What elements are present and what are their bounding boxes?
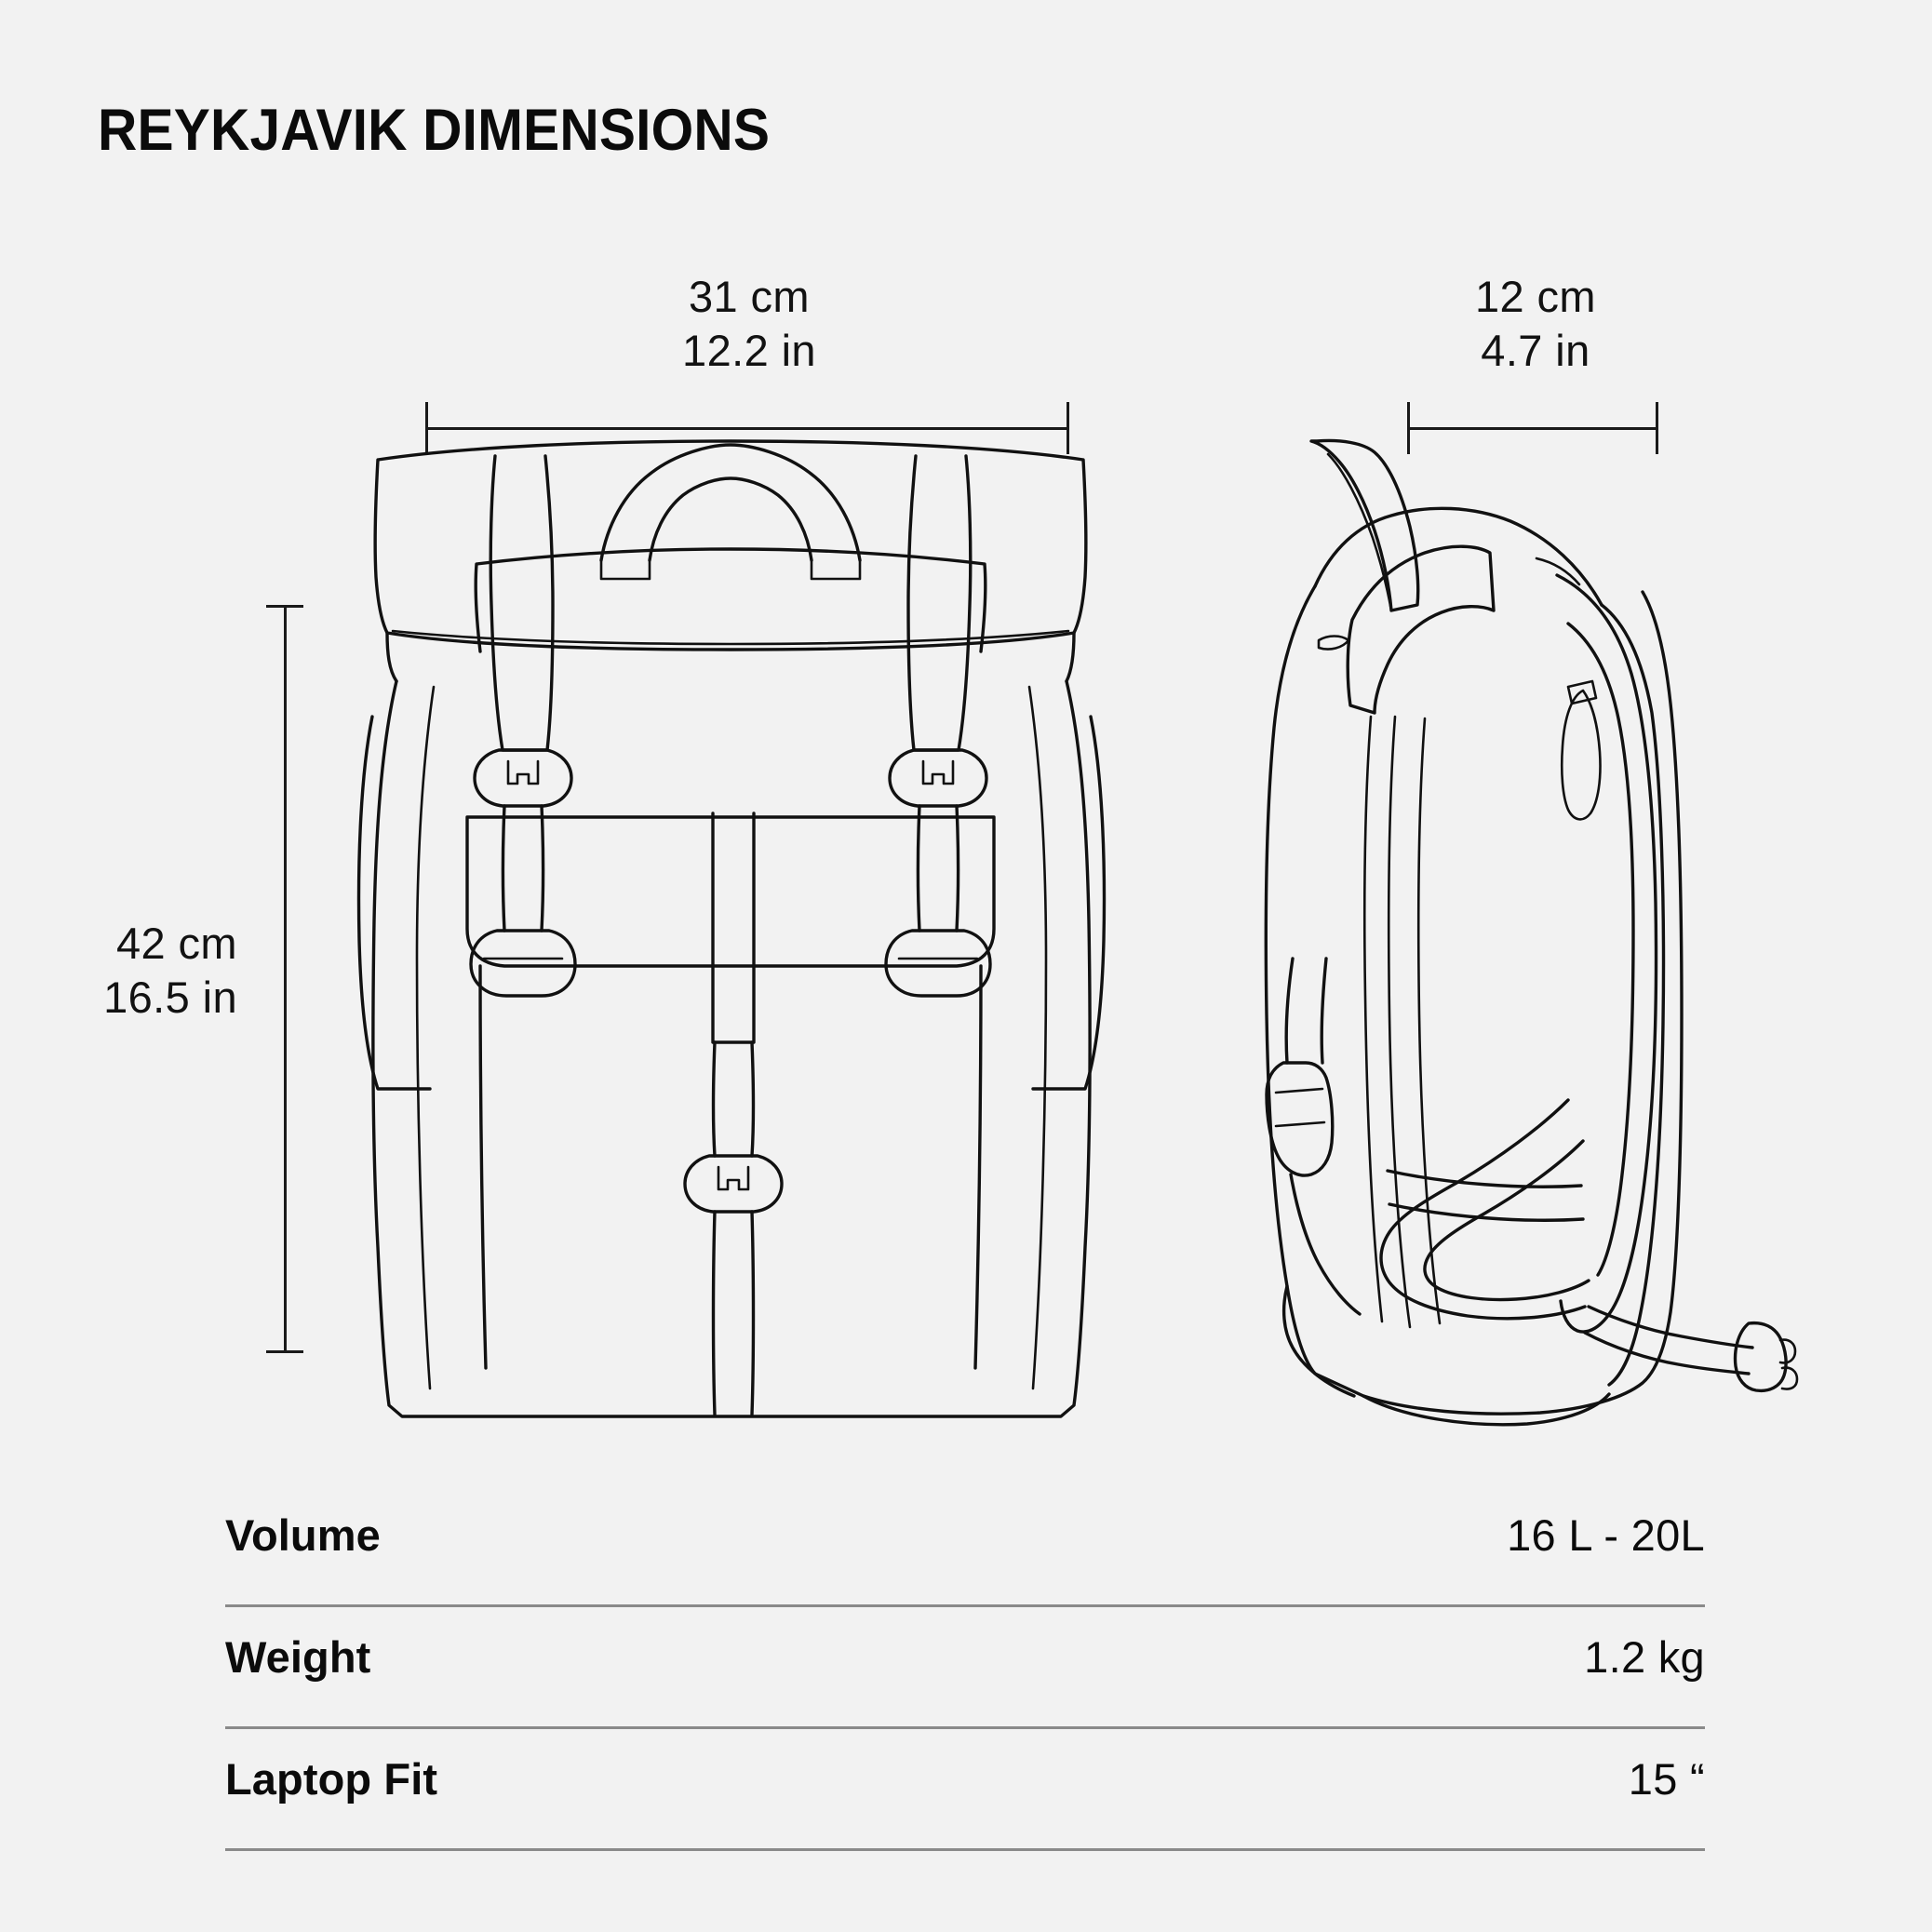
- width-bar: [425, 426, 1069, 430]
- side-strap-adjuster-webbing: [1286, 959, 1326, 1063]
- side-back-frame: [1389, 717, 1410, 1327]
- table-row: Volume 16 L - 20L: [225, 1485, 1705, 1607]
- spec-label-weight: Weight: [225, 1632, 371, 1682]
- side-strap-adjuster-tail: [1291, 1174, 1360, 1314]
- front-right-side-pocket: [1033, 717, 1104, 1089]
- side-lid-panel: [1348, 546, 1494, 713]
- height-dimension-label: 42 cm 16.5 in: [56, 917, 237, 1026]
- front-left-buckle: [475, 750, 571, 806]
- depth-metric-value: 12 cm: [1475, 272, 1596, 321]
- front-flap-lip: [387, 633, 1074, 681]
- front-center-buckle-tongue: [718, 1167, 748, 1189]
- front-left-strap-upper: [490, 456, 553, 750]
- spec-label-laptop-fit: Laptop Fit: [225, 1754, 438, 1804]
- front-inner-panel: [476, 549, 986, 651]
- front-right-d-ring: [886, 931, 990, 996]
- side-back-zipper-pull: [1562, 691, 1600, 819]
- backpack-side-view-illustration: [1261, 437, 1801, 1452]
- side-bottom-strap-loop: [1381, 1100, 1585, 1319]
- front-body-outline: [373, 681, 1090, 1416]
- side-lower-band-top: [1388, 1171, 1581, 1187]
- width-imperial-value: 12.2 in: [682, 326, 816, 376]
- side-crown: [1315, 508, 1602, 605]
- side-bottom-clip-prong: [1780, 1340, 1795, 1363]
- front-rolltop-flap: [375, 441, 1086, 650]
- side-haul-loop: [1311, 441, 1418, 611]
- backpack-front-view-illustration: [344, 437, 1117, 1452]
- height-tick-end: [266, 1350, 303, 1353]
- side-front-seam: [1364, 717, 1382, 1322]
- front-top-handle-inner: [650, 478, 812, 560]
- side-back-frame-2: [1418, 718, 1440, 1323]
- front-left-buckle-tongue: [508, 761, 538, 784]
- width-metric-value: 31 cm: [689, 272, 810, 321]
- front-right-buckle-tongue: [923, 761, 953, 784]
- height-dimension-line: [266, 605, 303, 1353]
- side-bottom-clip-webbing: [1589, 1307, 1752, 1348]
- front-right-strap-lower: [919, 806, 959, 931]
- front-handle-right-base: [812, 560, 860, 579]
- side-back-panel-outer: [1602, 605, 1664, 1385]
- front-right-strap-upper: [908, 456, 971, 750]
- front-pocket-flap: [467, 817, 994, 966]
- front-left-strap-lower: [503, 806, 543, 931]
- side-strap-top-anchor: [1536, 558, 1579, 584]
- spec-value-weight: 1.2 kg: [1584, 1632, 1705, 1682]
- side-strap-adjuster-bar: [1276, 1089, 1324, 1126]
- side-shoulder-strap: [1557, 575, 1657, 1332]
- side-bottom-clip-prong-2: [1782, 1368, 1797, 1389]
- front-right-seam: [1029, 687, 1046, 1389]
- side-body-outline: [1266, 586, 1682, 1414]
- spec-value-volume: 16 L - 20L: [1507, 1510, 1705, 1560]
- spec-label-volume: Volume: [225, 1510, 381, 1560]
- side-bottom-clip-webbing-2: [1585, 1333, 1749, 1374]
- front-center-strap: [713, 813, 754, 1042]
- width-tick-end: [1067, 402, 1069, 454]
- side-back-zipper-tab: [1568, 681, 1596, 704]
- front-top-handle: [601, 445, 860, 560]
- side-zipper-pull: [1319, 637, 1348, 650]
- front-left-side-pocket: [359, 717, 430, 1089]
- side-haul-loop-crease: [1328, 454, 1391, 610]
- side-shoulder-strap-inner: [1568, 624, 1633, 1275]
- depth-dimension-line: [1407, 402, 1658, 454]
- side-bottom-edge: [1363, 1394, 1609, 1425]
- side-bottom-clip-buckle: [1736, 1323, 1787, 1391]
- height-metric-value: 42 cm: [116, 919, 237, 968]
- width-dimension-line: [425, 402, 1069, 454]
- specifications-table: Volume 16 L - 20L Weight 1.2 kg Laptop F…: [225, 1485, 1705, 1851]
- depth-dimension-label: 12 cm 4.7 in: [1405, 270, 1666, 379]
- height-imperial-value: 16.5 in: [103, 973, 237, 1023]
- depth-bar: [1407, 426, 1658, 430]
- page-title: REYKJAVIK DIMENSIONS: [98, 98, 771, 163]
- width-dimension-label: 31 cm 12.2 in: [428, 270, 1070, 379]
- front-pocket-body: [480, 966, 981, 1368]
- front-left-seam: [417, 687, 434, 1389]
- front-center-strap-mid: [714, 1042, 754, 1156]
- side-base-bulge: [1284, 1286, 1354, 1396]
- front-handle-left-base: [601, 560, 650, 579]
- table-row: Weight 1.2 kg: [225, 1607, 1705, 1729]
- front-center-strap-tail: [714, 1212, 754, 1415]
- front-right-buckle: [890, 750, 986, 806]
- front-center-buckle: [685, 1156, 782, 1212]
- depth-imperial-value: 4.7 in: [1481, 326, 1590, 376]
- spec-value-laptop-fit: 15 “: [1628, 1754, 1705, 1804]
- height-bar: [283, 605, 287, 1353]
- table-row: Laptop Fit 15 “: [225, 1729, 1705, 1851]
- depth-tick-end: [1656, 402, 1658, 454]
- side-strap-adjuster-buckle: [1267, 1063, 1333, 1175]
- side-bottom-strap-loop-inner: [1425, 1141, 1589, 1300]
- front-rolltop-crease: [393, 631, 1068, 644]
